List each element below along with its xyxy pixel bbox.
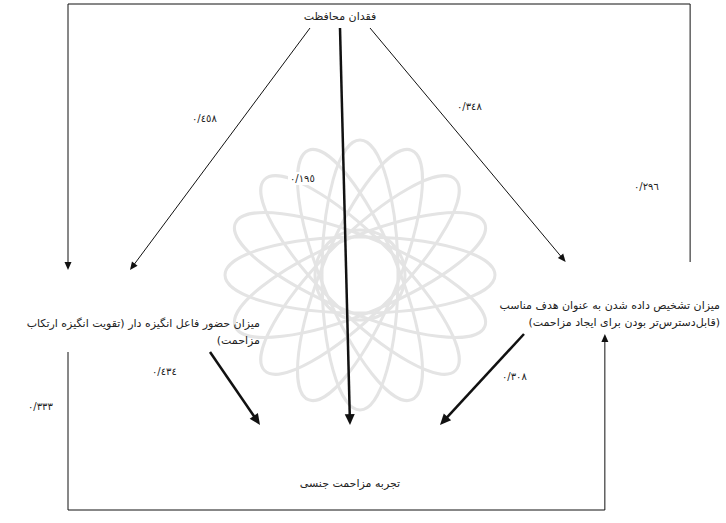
path-coefficient: ٠/٤٥٨ <box>190 112 219 125</box>
path-arrow <box>370 28 562 257</box>
path-coefficient: ٠/١٩٥ <box>288 172 317 185</box>
concept-node: تجربه مزاحمت جنسی <box>250 425 450 495</box>
path-coefficient: ٠/٢٩٦ <box>632 180 661 193</box>
path-arrow <box>68 340 605 510</box>
path-coefficient: ٠/٤٣٤ <box>150 365 179 378</box>
arrow-head <box>558 254 566 262</box>
node-label: فقدان محافظت <box>290 8 390 25</box>
path-arrow <box>340 28 350 416</box>
arrow-head <box>345 414 355 425</box>
arrow-head <box>130 261 138 270</box>
path-arrow <box>210 352 255 418</box>
node-label: تجربه مزاحمت جنسی <box>250 475 450 492</box>
path-arrow <box>134 28 310 265</box>
arrow-head <box>601 334 608 342</box>
concept-node: میزان حضور فاعل انگیزه دار (تقویت انگیزه… <box>10 270 260 352</box>
path-arrow <box>68 4 690 264</box>
node-label: میزان تشخیص داده شدن به عنوان هدف مناسب … <box>475 297 720 331</box>
arrow-head <box>440 414 451 425</box>
concept-node: فقدان محافظت <box>290 8 390 28</box>
node-label: میزان حضور فاعل انگیزه دار (تقویت انگیزه… <box>10 315 260 349</box>
concept-node: میزان تشخیص داده شدن به عنوان هدف مناسب … <box>475 262 720 334</box>
arrow-head <box>65 262 72 270</box>
path-coefficient: ٠/٣٠٨ <box>500 370 529 383</box>
arrow-head <box>250 413 260 425</box>
path-coefficient: ٠/٣٣٣ <box>26 400 55 413</box>
path-coefficient: ٠/٣٤٨ <box>455 100 484 113</box>
